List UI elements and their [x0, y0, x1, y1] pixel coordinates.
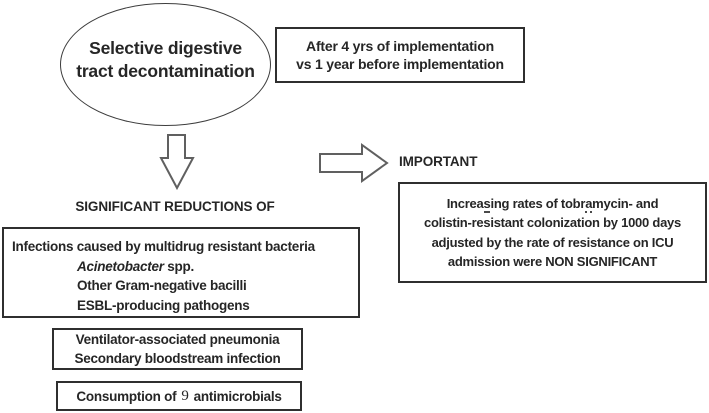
important-line4: admission were NON SIGNIFICANT	[447, 253, 658, 269]
spellcheck-mark: s	[483, 195, 491, 213]
important-line1-seg: Increa	[446, 195, 484, 211]
consumption-number: 9	[181, 387, 189, 404]
important-box: Increasing rates of tobramycin- and coli…	[398, 182, 707, 283]
consumption-text-right: antimicrobials	[193, 388, 282, 404]
important-label: IMPORTANT	[399, 154, 478, 169]
infections-line3: Other Gram-negative bacilli	[77, 278, 247, 293]
sdd-title-line1: Selective digestive	[89, 37, 242, 58]
acinetobacter-italic: Acinetobacter	[77, 258, 164, 274]
pneumonia-line1: Ventilator-associated pneumonia	[75, 332, 280, 347]
sdd-title-line2: tract decontamination	[76, 60, 255, 81]
timeframe-line1: After 4 yrs of implementation	[306, 37, 494, 54]
important-line1-seg: ing rates of tobr	[490, 195, 586, 211]
important-line2: colistin-resistant colonization by 1000 …	[423, 215, 682, 231]
consumption-text-left: Consumption of	[76, 388, 177, 404]
significant-reductions-label: SIGNIFICANT REDUCTIONS OF	[75, 199, 275, 214]
important-line1-seg: mycin- and	[592, 195, 659, 211]
infections-line1: Infections caused by multidrug resistant…	[12, 239, 315, 254]
important-line3: adjusted by the rate of resistance on IC…	[431, 234, 674, 250]
infections-line2: Acinetobacter spp.	[77, 257, 354, 277]
down-arrow-icon	[159, 134, 195, 191]
pneumonia-box: Ventilator-associated pneumonia Secondar…	[52, 328, 303, 370]
sdd-ellipse: Selective digestive tract decontaminatio…	[60, 3, 271, 126]
spellcheck-mark: a	[585, 195, 593, 213]
timeframe-box: After 4 yrs of implementation vs 1 year …	[275, 27, 525, 83]
timeframe-line2: vs 1 year before implementation	[296, 56, 504, 72]
important-line1: Increasing rates of tobramycin- and	[447, 194, 659, 213]
spp-text: spp.	[163, 258, 195, 274]
right-arrow-icon	[319, 143, 389, 183]
infections-box: Infections caused by multidrug resistant…	[2, 227, 360, 318]
pneumonia-line2: Secondary bloodstream infection	[74, 351, 281, 366]
infections-line4: ESBL-producing pathogens	[77, 297, 250, 313]
